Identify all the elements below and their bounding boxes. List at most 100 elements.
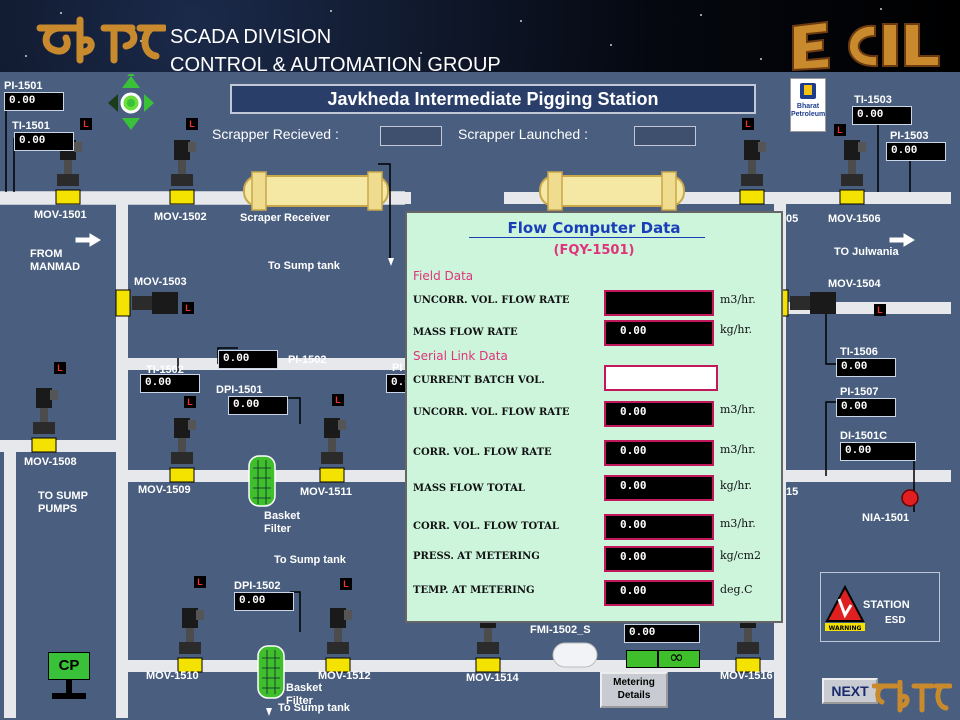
mov-1512-local-indicator: L bbox=[340, 578, 352, 590]
fc-row-unit: m3/hr. bbox=[720, 293, 756, 306]
fc-row-value: 0.00 bbox=[604, 440, 714, 466]
basket-filter-label-1: Basket Filter bbox=[264, 510, 301, 535]
dpi-1502-label: DPI-1502 bbox=[234, 580, 281, 592]
header-title-line2: CONTROL & AUTOMATION GROUP bbox=[170, 54, 501, 72]
fc-row-label: PRESS. AT METERING bbox=[413, 551, 540, 562]
mov-1509-label: MOV-1509 bbox=[138, 484, 191, 496]
skaltek-logo-icon bbox=[36, 16, 166, 64]
navigation-arrows-icon[interactable] bbox=[106, 74, 156, 132]
fc-row-unit: m3/hr. bbox=[720, 517, 756, 530]
ti-1506-value: 0.00 bbox=[836, 358, 896, 377]
ti-1502-label: TI-1502 bbox=[146, 364, 184, 376]
mov-1503-label: MOV-1503 bbox=[134, 276, 187, 288]
fc-row-label: CORR. VOL. FLOW TOTAL bbox=[413, 521, 559, 532]
from-manmad-label: FROM MANMAD bbox=[30, 248, 81, 273]
pi-1507-value: 0.00 bbox=[836, 398, 896, 417]
mov-1501-local-indicator: L bbox=[80, 118, 92, 130]
fc-row-value bbox=[604, 365, 718, 391]
scrapper-received-label: Scrapper Recieved : bbox=[212, 126, 339, 142]
flow-computer-title: Flow Computer Data bbox=[507, 219, 681, 237]
mov-1504-local-indicator: L bbox=[874, 304, 886, 316]
di-1501c-label: DI-1501C bbox=[840, 430, 888, 442]
pi-partial-label: PI bbox=[392, 362, 403, 374]
fc-row-value: 0.00 bbox=[604, 320, 714, 346]
ti-1503-label: TI-1503 bbox=[854, 94, 892, 106]
fc-row-unit: m3/hr. bbox=[720, 443, 756, 456]
ti-1501-value: 0.00 bbox=[14, 132, 74, 151]
fc-row-value bbox=[604, 290, 714, 316]
mov-1506-label: MOV-1506 bbox=[828, 213, 881, 225]
to-julwania-label: TO Julwania bbox=[834, 246, 899, 258]
fc-row-value: 0.00 bbox=[604, 580, 714, 606]
ti-1503-value: 0.00 bbox=[852, 106, 912, 125]
metering-details-button[interactable]: Metering Details bbox=[600, 672, 668, 708]
fc-row-label: TEMP. AT METERING bbox=[413, 585, 535, 596]
pi-1507-label: PI-1507 bbox=[840, 386, 879, 398]
mov-1515-label: 15 bbox=[786, 486, 799, 498]
dpi-1502-value: 0.00 bbox=[234, 592, 294, 611]
cp-label: CP bbox=[48, 652, 90, 680]
mov-1506-local-indicator: L bbox=[834, 124, 846, 136]
fc-row-value: 0.00 bbox=[604, 475, 714, 501]
warning-icon: WARNING bbox=[825, 585, 865, 632]
fc-row-value: 0.00 bbox=[604, 514, 714, 540]
pi-1501-label: PI-1501 bbox=[4, 80, 43, 92]
nia-1501-label: NIA-1501 bbox=[862, 512, 910, 524]
scrapper-received-indicator bbox=[380, 126, 442, 146]
fc-row-unit: kg/hr. bbox=[720, 479, 753, 492]
mov-1510-local-indicator: L bbox=[194, 576, 206, 588]
skaltek-small-logo-icon bbox=[872, 680, 952, 713]
pi-1502-value: 0.00 bbox=[218, 350, 278, 369]
next-button[interactable]: NEXT bbox=[822, 678, 878, 704]
scrapper-launched-label: Scrapper Launched : bbox=[458, 126, 588, 142]
pipeline-network bbox=[0, 94, 951, 718]
ecil-logo-icon bbox=[792, 20, 940, 72]
flow-computer-subtitle: (FQY-1501) bbox=[553, 243, 635, 258]
mov-1516-label: MOV-1516 bbox=[720, 670, 773, 682]
fc-row-label: UNCORR. VOL. FLOW RATE bbox=[413, 295, 570, 306]
mov-1502-label: MOV-1502 bbox=[154, 211, 207, 223]
ti-1501-label: TI-1501 bbox=[12, 120, 50, 132]
mov-1508-label: MOV-1508 bbox=[24, 456, 77, 468]
pi-1503-label: PI-1503 bbox=[890, 130, 929, 142]
header-bar: SCADA DIVISION CONTROL & AUTOMATION GROU… bbox=[0, 0, 960, 72]
cp-button[interactable]: CP bbox=[48, 652, 90, 706]
fc-row-unit: deg.C bbox=[720, 583, 753, 596]
serial-link-data-heading: Serial Link Data bbox=[413, 349, 508, 363]
station-esd-line1: STATION bbox=[863, 599, 910, 611]
fc-row-unit: kg/cm2 bbox=[720, 549, 762, 562]
mov-1512-label: MOV-1512 bbox=[318, 670, 371, 682]
mov-1504-label: MOV-1504 bbox=[828, 278, 881, 290]
mov-1511-local-indicator: L bbox=[332, 394, 344, 406]
mov-1508-local-indicator: L bbox=[54, 362, 66, 374]
fc-row-unit: kg/hr. bbox=[720, 323, 753, 336]
station-esd-button[interactable]: WARNING STATION ESD bbox=[820, 572, 940, 642]
fmi-1502-value: 0.00 bbox=[624, 624, 700, 643]
mov-1501-label: MOV-1501 bbox=[34, 209, 87, 221]
dpi-1501-label: DPI-1501 bbox=[216, 384, 263, 396]
to-sump-tank-label-1: To Sump tank bbox=[268, 260, 340, 272]
fc-row-value: 0.00 bbox=[604, 546, 714, 572]
field-data-heading: Field Data bbox=[413, 269, 474, 283]
fc-row-label: MASS FLOW TOTAL bbox=[413, 483, 525, 494]
ti-1506-label: TI-1506 bbox=[840, 346, 878, 358]
station-esd-line2: ESD bbox=[885, 615, 906, 626]
mov-1502-local-indicator: L bbox=[186, 118, 198, 130]
fmi-1502-label: FMI-1502_S bbox=[530, 624, 591, 636]
station-title-banner: Javkheda Intermediate Pigging Station bbox=[230, 84, 756, 114]
process-mimic-panel: Javkheda Intermediate Pigging Station Bh… bbox=[0, 72, 960, 720]
pi-1501-value: 0.00 bbox=[4, 92, 64, 111]
mov-1505-local-indicator: L bbox=[742, 118, 754, 130]
mov-1514-label: MOV-1514 bbox=[466, 672, 519, 684]
dpi-1501-value: 0.00 bbox=[228, 396, 288, 415]
pi-1502-label: PI-1502 bbox=[288, 354, 327, 366]
header-title-line1: SCADA DIVISION bbox=[170, 26, 332, 48]
mov-1503-local-indicator: L bbox=[182, 302, 194, 314]
scraper-receiver-label: Scraper Receiver bbox=[240, 212, 330, 224]
fc-row-label: MASS FLOW RATE bbox=[413, 327, 518, 338]
mov-1510-label: MOV-1510 bbox=[146, 670, 199, 682]
mov-1509-local-indicator: L bbox=[184, 396, 196, 408]
flow-computer-data-window: Flow Computer Data (FQY-1501) Field Data… bbox=[405, 211, 783, 623]
infinity-icon: ∞ bbox=[669, 647, 684, 668]
totalizer-bar: ∞ bbox=[626, 647, 700, 668]
